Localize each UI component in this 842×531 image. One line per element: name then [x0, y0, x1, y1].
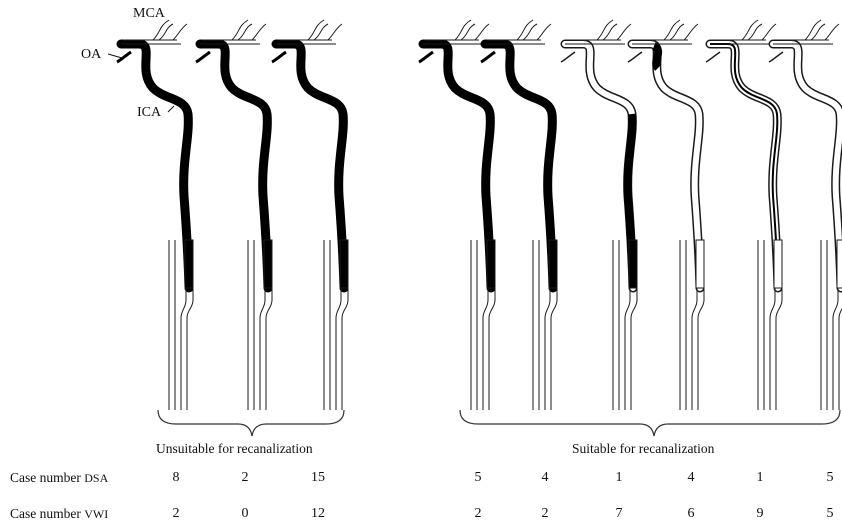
case-number-dsa-9: 5: [826, 470, 834, 485]
case-number-vwi-2: 0: [241, 506, 249, 521]
suitable-group-label: Suitable for recanalization: [572, 441, 715, 456]
ica-label: ICA: [137, 105, 162, 120]
unsuitable-group-label: Unsuitable for recanalization: [156, 441, 313, 456]
vwi-row-prefix: Case number: [10, 506, 81, 521]
vessel-diagram-2: [195, 19, 273, 410]
case-number-dsa-8: 1: [756, 470, 764, 485]
vessel-diagram-8: [705, 19, 783, 410]
case-number-dsa-3: 15: [311, 470, 325, 485]
case-number-vwi-3: 12: [311, 506, 325, 521]
vwi-row-label: Case number VWI: [10, 506, 108, 522]
case-number-dsa-2: 2: [241, 470, 249, 485]
unsuitable-group-brace: [157, 409, 345, 437]
case-number-vwi-4: 2: [474, 506, 482, 521]
oa-label: OA: [81, 47, 102, 62]
suitable-group-brace: [459, 409, 841, 437]
dsa-row-label: Case number DSA: [10, 470, 108, 486]
case-number-vwi-6: 7: [615, 506, 623, 521]
case-number-dsa-4: 5: [474, 470, 482, 485]
vessel-diagram-5: [480, 19, 558, 410]
case-number-vwi-9: 5: [826, 506, 834, 521]
case-number-vwi-7: 6: [687, 506, 695, 521]
vwi-row-suffix: VWI: [84, 507, 109, 521]
dsa-row-suffix: DSA: [84, 471, 109, 485]
vessel-diagram-1: [116, 19, 194, 410]
dsa-row-prefix: Case number: [10, 470, 81, 485]
vessel-diagram-6: [560, 19, 638, 410]
case-number-vwi-1: 2: [172, 506, 180, 521]
mca-label: MCA: [133, 6, 165, 21]
oa-pointer: [107, 53, 123, 59]
ica-pointer: [167, 105, 175, 113]
vessel-diagram-3: [271, 19, 349, 410]
vessel-diagram-4: [418, 19, 496, 410]
vessel-diagram-9: [768, 19, 842, 410]
case-number-dsa-6: 1: [615, 470, 623, 485]
case-number-dsa-7: 4: [687, 470, 695, 485]
case-number-vwi-5: 2: [541, 506, 549, 521]
case-number-vwi-8: 9: [756, 506, 764, 521]
case-number-dsa-1: 8: [172, 470, 180, 485]
vessel-diagram-7: [627, 19, 705, 410]
case-number-dsa-5: 4: [541, 470, 549, 485]
